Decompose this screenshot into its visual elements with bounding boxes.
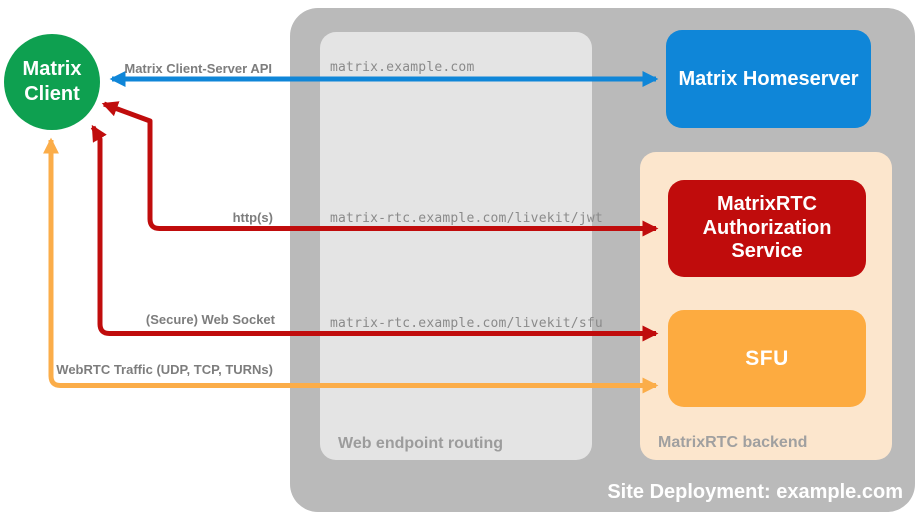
- routing-caption: Web endpoint routing: [338, 435, 504, 452]
- matrixrtc-authorization-service-node: MatrixRTC Authorization Service: [668, 180, 866, 277]
- secure-websocket-label: (Secure) Web Socket: [145, 312, 275, 327]
- endpoint-livekit-jwt: matrix-rtc.example.com/livekit/jwt: [330, 211, 603, 226]
- sfu-node: SFU: [668, 310, 866, 407]
- web-endpoint-routing-box: Web endpoint routing: [320, 32, 592, 460]
- matrix-client-label-line2: Client: [24, 83, 80, 105]
- sfu-label: SFU: [745, 346, 789, 370]
- matrix-homeserver-node: Matrix Homeserver: [666, 30, 871, 128]
- matrix-homeserver-label: Matrix Homeserver: [678, 67, 859, 90]
- matrix-client-node: Matrix Client: [4, 34, 100, 130]
- http-label: http(s): [232, 210, 273, 225]
- matrix-client-label-line1: Matrix: [22, 58, 82, 80]
- site-deployment-title: Site Deployment: example.com: [607, 481, 903, 503]
- endpoint-livekit-sfu: matrix-rtc.example.com/livekit/sfu: [330, 316, 603, 331]
- auth-service-label: MatrixRTC Authorization Service: [702, 193, 832, 263]
- endpoint-matrix-example-com: matrix.example.com: [330, 60, 475, 75]
- webrtc-traffic-label: WebRTC Traffic (UDP, TCP, TURNs): [56, 362, 273, 377]
- backend-caption: MatrixRTC backend: [658, 434, 808, 451]
- client-server-api-label: Matrix Client-Server API: [124, 61, 272, 76]
